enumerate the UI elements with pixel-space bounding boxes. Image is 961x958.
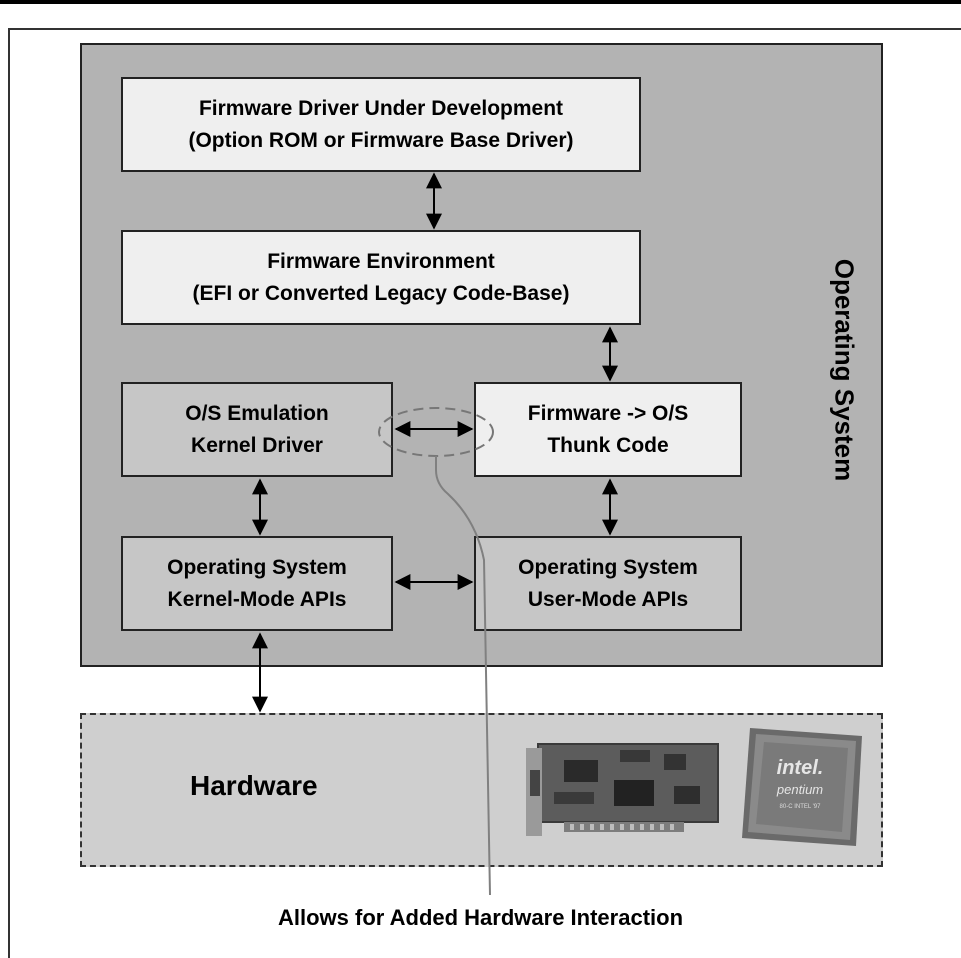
expansion-card-image xyxy=(526,743,719,836)
firmware-environment-subtitle: (EFI or Converted Legacy Code-Base) xyxy=(192,281,570,305)
user-apis-line2: User-Mode APIs xyxy=(527,587,689,611)
thunk-code-line1: Firmware -> O/S xyxy=(527,401,689,425)
user-apis-line1: Operating System xyxy=(518,555,698,579)
os-emulation-line2: Kernel Driver xyxy=(191,433,323,457)
pentium-chip-image: intel. pentium 80-C INTEL '97 xyxy=(742,728,862,846)
user-apis-box[interactable]: Operating System User-Mode APIs xyxy=(474,536,742,631)
thunk-code-line2: Thunk Code xyxy=(547,433,669,457)
chip-model-text: pentium xyxy=(776,782,823,797)
kernel-apis-line1: Operating System xyxy=(167,555,347,579)
callout-text: Allows for Added Hardware Interaction xyxy=(277,905,684,930)
chip-brand-text: intel. xyxy=(777,757,824,779)
hardware-label: Hardware xyxy=(190,770,318,801)
os-emulation-box[interactable]: O/S Emulation Kernel Driver xyxy=(121,382,393,477)
thunk-code-box[interactable]: Firmware -> O/S Thunk Code xyxy=(474,382,742,477)
callout-leader-line xyxy=(435,456,491,896)
chip-marking-text: 80-C INTEL '97 xyxy=(780,804,822,810)
interaction-highlight-ellipse xyxy=(378,407,494,457)
os-emulation-line1: O/S Emulation xyxy=(185,401,329,425)
figure-frame xyxy=(8,28,961,958)
firmware-driver-box[interactable]: Firmware Driver Under Development (Optio… xyxy=(121,77,641,172)
kernel-apis-line2: Kernel-Mode APIs xyxy=(167,587,347,611)
firmware-environment-box[interactable]: Firmware Environment (EFI or Converted L… xyxy=(121,230,641,325)
firmware-driver-title: Firmware Driver Under Development xyxy=(198,96,564,120)
firmware-environment-title: Firmware Environment xyxy=(267,249,495,273)
kernel-apis-box[interactable]: Operating System Kernel-Mode APIs xyxy=(121,536,393,631)
top-rule xyxy=(0,0,961,4)
firmware-driver-subtitle: (Option ROM or Firmware Base Driver) xyxy=(188,128,574,152)
